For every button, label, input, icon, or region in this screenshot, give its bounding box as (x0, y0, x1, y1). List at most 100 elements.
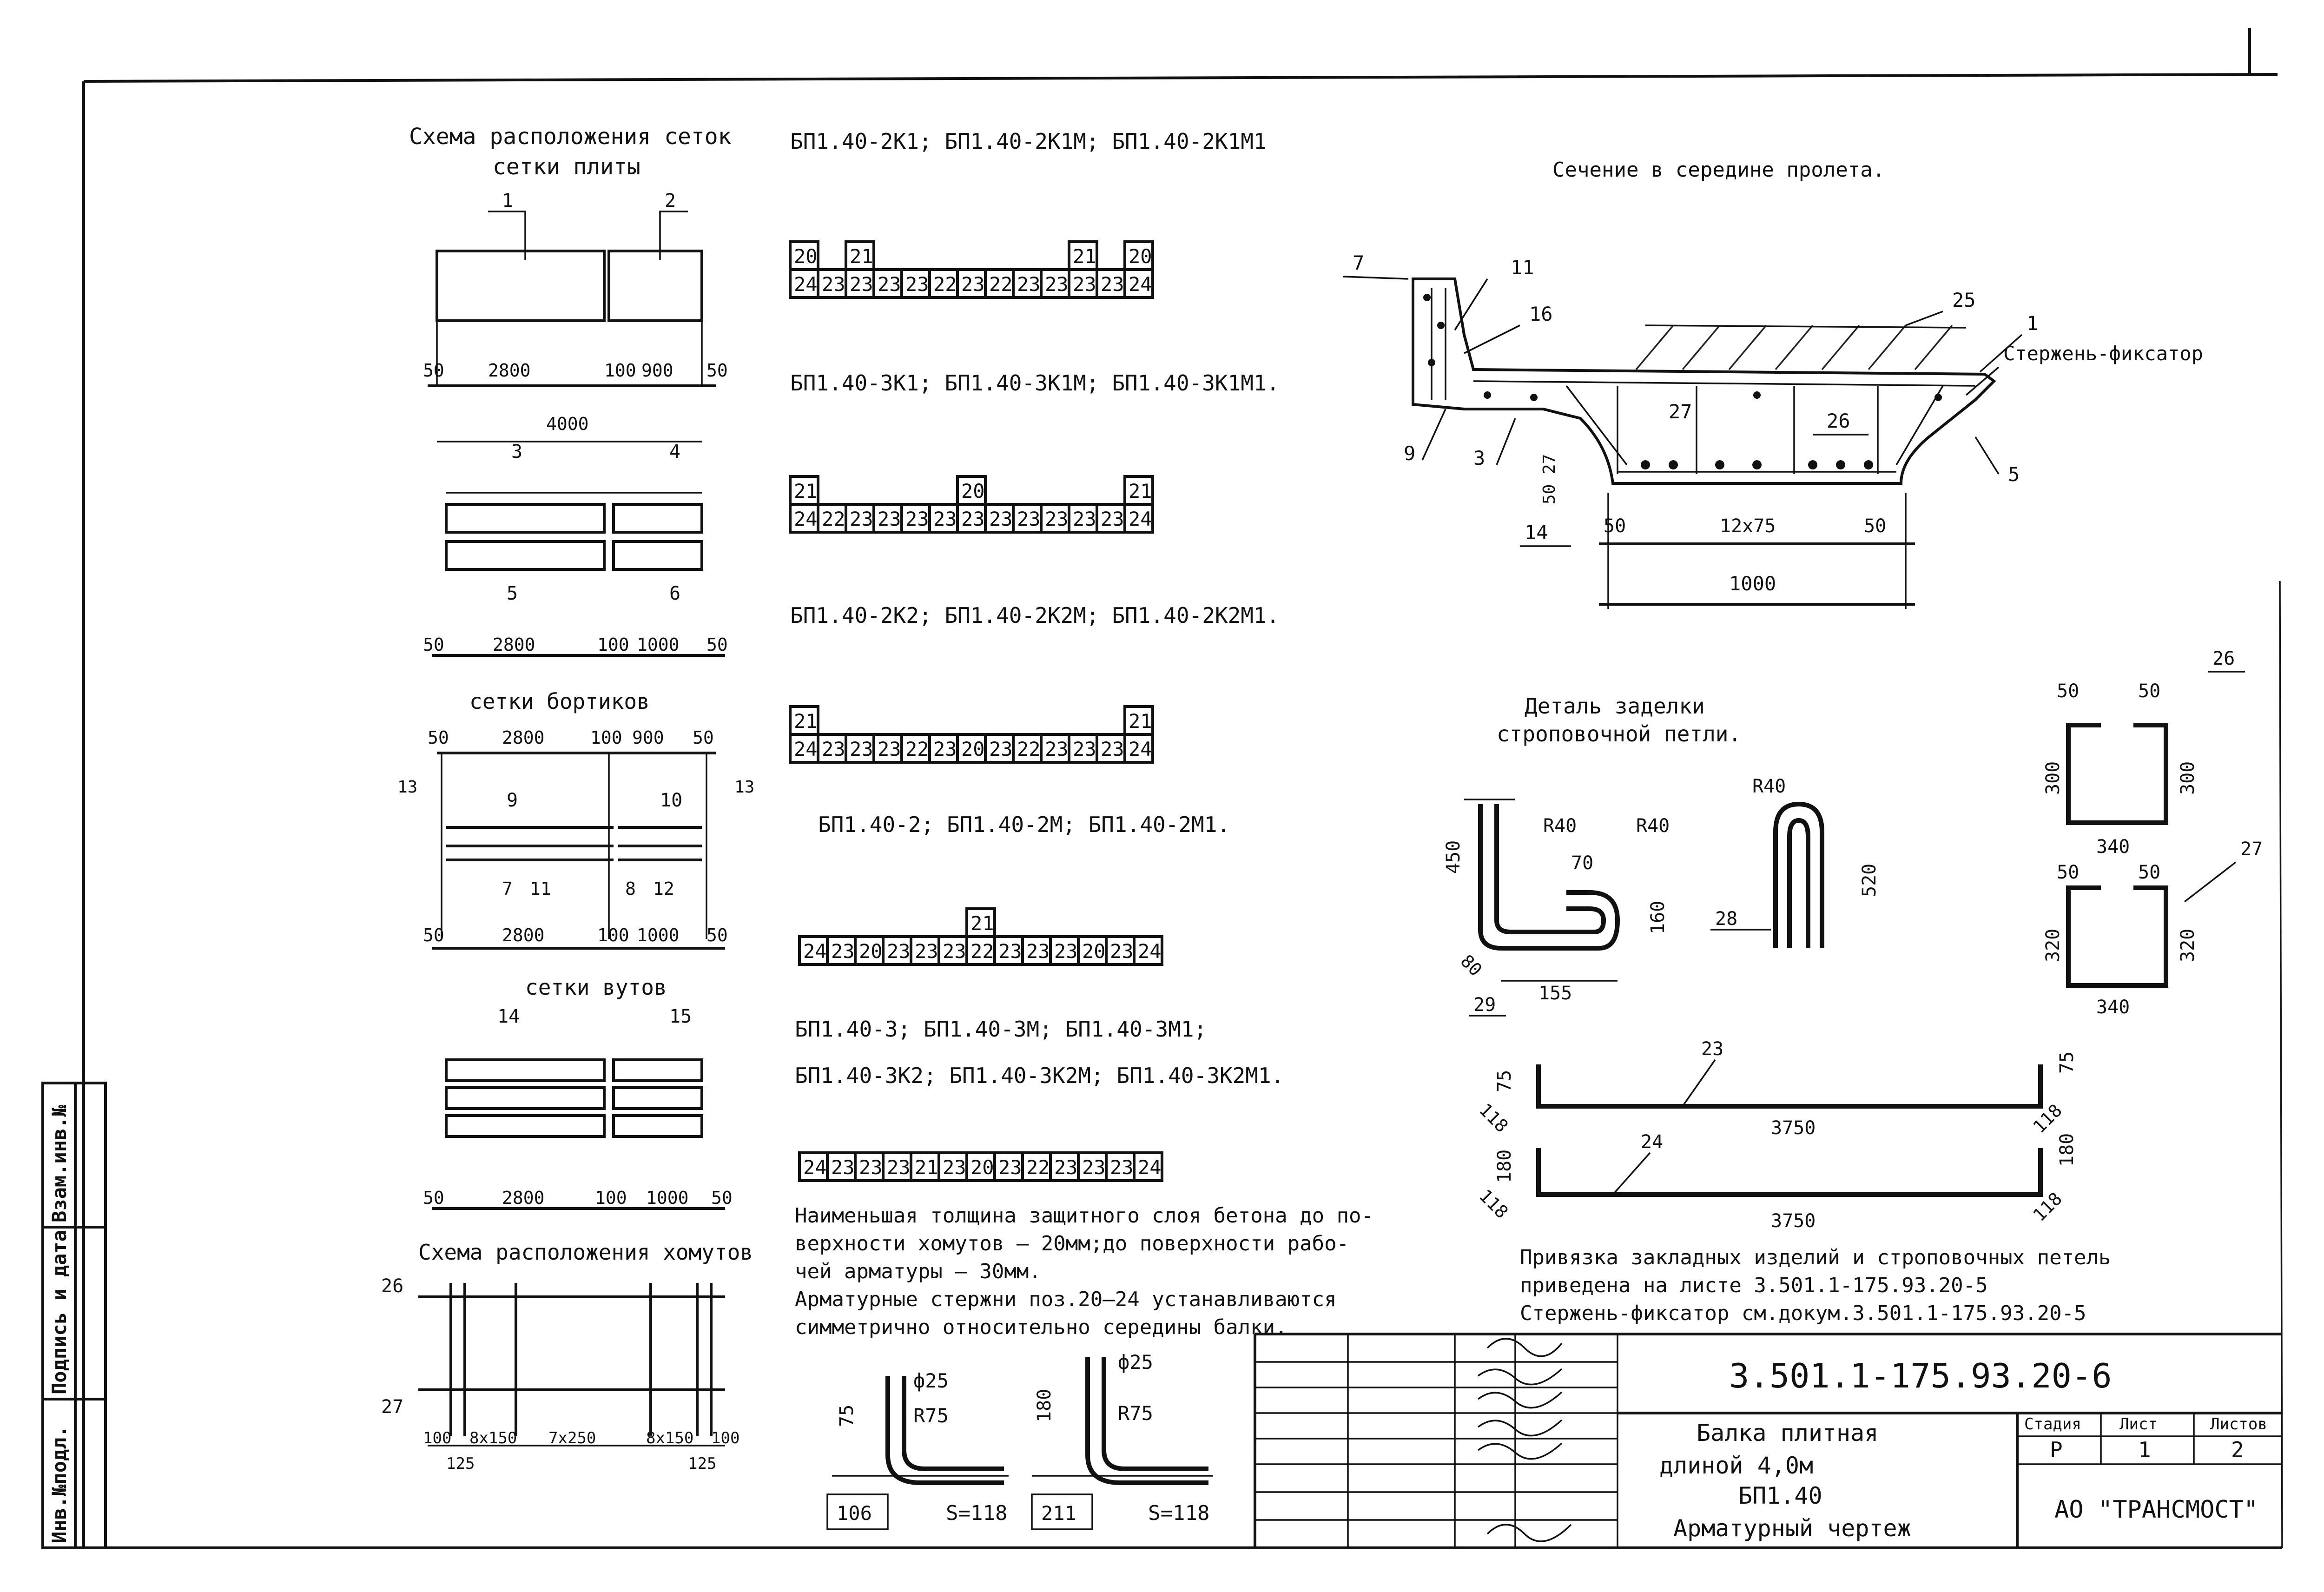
bar-cell (1012, 733, 1043, 764)
bar-cell (965, 1151, 996, 1182)
bar-cell-label: 23 (831, 1156, 855, 1179)
mark-7: 7 (502, 879, 513, 899)
loop-r40c: R40 (1752, 776, 1786, 797)
bar-cell (1077, 1151, 1108, 1182)
bar-top-cell-label: 21 (1129, 480, 1152, 502)
mark-11: 11 (530, 879, 551, 899)
bar-cell (798, 1151, 829, 1182)
bar-cell-label: 23 (859, 1156, 883, 1179)
bar-cell-label: 24 (794, 273, 818, 296)
bar-top-cell (789, 475, 819, 506)
bar-top-cell (965, 907, 996, 938)
st27-side: 320 (2042, 929, 2064, 962)
mark-12: 12 (653, 879, 674, 899)
dim-b-100: 100 (597, 634, 629, 655)
title-block: 3.501.1-175.93.20-6 Балка плитная длиной… (1254, 1333, 2282, 1548)
sec-mark-1: 1 (2027, 312, 2038, 335)
bar-cell (1040, 268, 1070, 299)
b24-left: 180 (1494, 1149, 1515, 1183)
bar-cell (928, 503, 959, 534)
nets-subtitle: сетки плиты (493, 154, 640, 180)
bar-cell-label: 23 (1082, 1156, 1106, 1179)
sheets-value: 2 (2231, 1437, 2244, 1462)
mark-2: 2 (665, 190, 676, 211)
stamp-podpis: Подпись и дата (48, 1230, 71, 1394)
vuty-d2: 2800 (502, 1188, 545, 1208)
hook1-d: ф25 (913, 1369, 949, 1392)
loop-520: 520 (1859, 864, 1880, 897)
dim-2800: 2800 (488, 360, 531, 381)
bar-cell-label: 23 (822, 738, 845, 760)
bar-cell-label: 23 (905, 508, 929, 530)
bar-cell-label: 23 (961, 273, 985, 296)
bar-cell-label: 24 (1129, 273, 1152, 296)
bar-cell-label: 23 (850, 508, 873, 530)
sec-mark-14: 14 (1525, 521, 1548, 544)
hook1-r: R75 (913, 1404, 949, 1427)
stirrup-27: 50 50 320 320 340 27 (2042, 839, 2263, 1018)
bort-d1: 50 (428, 727, 449, 748)
sec-mark-26: 26 (1827, 410, 1850, 432)
mark-10: 10 (660, 790, 682, 811)
st26-mark: 26 (2212, 648, 2235, 669)
bar-cell-label: 23 (878, 738, 901, 760)
bar-cell (817, 733, 847, 764)
bar-cell (956, 503, 987, 534)
doc-name-1: Балка плитная (1697, 1420, 1878, 1447)
khomut-d1: 100 (423, 1429, 451, 1447)
bar-cell (872, 268, 903, 299)
b24-length: 3750 (1771, 1210, 1816, 1232)
sec-fixer: Стержень-фиксатор (2003, 342, 2203, 365)
bar-top-cell-label: 21 (794, 710, 818, 733)
bar-cell-label: 20 (1082, 940, 1106, 963)
sec-dim-50a: 50 (1604, 515, 1626, 537)
bar-cell (993, 935, 1024, 966)
bar-cell (956, 268, 987, 299)
hook2-d: ф25 (1118, 1351, 1153, 1374)
hook2-base: 211 (1041, 1502, 1076, 1525)
bar-cell (900, 733, 931, 764)
notes-right: Привязка закладных изделий и строповочны… (1520, 1246, 2111, 1325)
note-r-1: Привязка закладных изделий и строповочны… (1520, 1246, 2111, 1269)
vuty-d1: 50 (423, 1188, 444, 1208)
mark-1: 1 (502, 190, 513, 211)
st27-t1: 50 (2057, 862, 2079, 883)
bar-top-cell-label: 21 (971, 912, 994, 935)
st27-mark: 27 (2240, 839, 2263, 860)
hook2-r: R75 (1118, 1402, 1153, 1425)
bort-b4: 1000 (637, 925, 680, 945)
bar-cell-label: 23 (822, 273, 845, 296)
bar-cell (900, 268, 931, 299)
bort-d4: 900 (632, 727, 664, 748)
hook-detail-2: ф25 R75 180 211 S=118 (1031, 1351, 1213, 1530)
note-line-1: Наименьшая толщина защитного слоя бетона… (795, 1204, 1373, 1228)
bar-top-cell (845, 240, 875, 271)
bar-cell-label: 23 (878, 508, 901, 530)
mark-9: 9 (507, 790, 518, 811)
st26-bottom: 340 (2096, 836, 2130, 858)
bar-cell-label: 23 (915, 940, 938, 963)
bar-cell-label: 22 (905, 738, 929, 760)
sec-mark-16: 16 (1529, 303, 1553, 325)
bar-cell-label: 22 (933, 273, 957, 296)
bar-cell-label: 23 (831, 940, 855, 963)
bar-cell (1133, 1151, 1163, 1182)
bar-cell-label: 23 (1101, 273, 1124, 296)
bar-cell (928, 268, 959, 299)
bar-layout: БП1.40-3К1; БП1.40-3К1М; БП1.40-3К1М1.24… (789, 370, 1279, 534)
mark-3: 3 (511, 441, 522, 462)
mark-5: 5 (507, 583, 518, 604)
bar-cell (882, 1151, 912, 1182)
loop-160: 160 (1647, 901, 1669, 934)
sec-mark-3: 3 (1473, 447, 1485, 469)
bar-cell (965, 935, 996, 966)
bar-layout-title: БП1.40-2К1; БП1.40-2К1М; БП1.40-2К1М1 (790, 129, 1267, 154)
margin-stamp: Инв.№подл. Подпись и дата Взам.инв.№ (41, 1082, 107, 1549)
bar-cell-label: 23 (989, 738, 1013, 760)
sheet-frame (82, 28, 2283, 1549)
sec-dim-12x75: 12x75 (1720, 515, 1776, 537)
bar-cell (1133, 935, 1163, 966)
bar-cell-label: 23 (1110, 1156, 1134, 1179)
bar-cell-label: 23 (1045, 273, 1069, 296)
